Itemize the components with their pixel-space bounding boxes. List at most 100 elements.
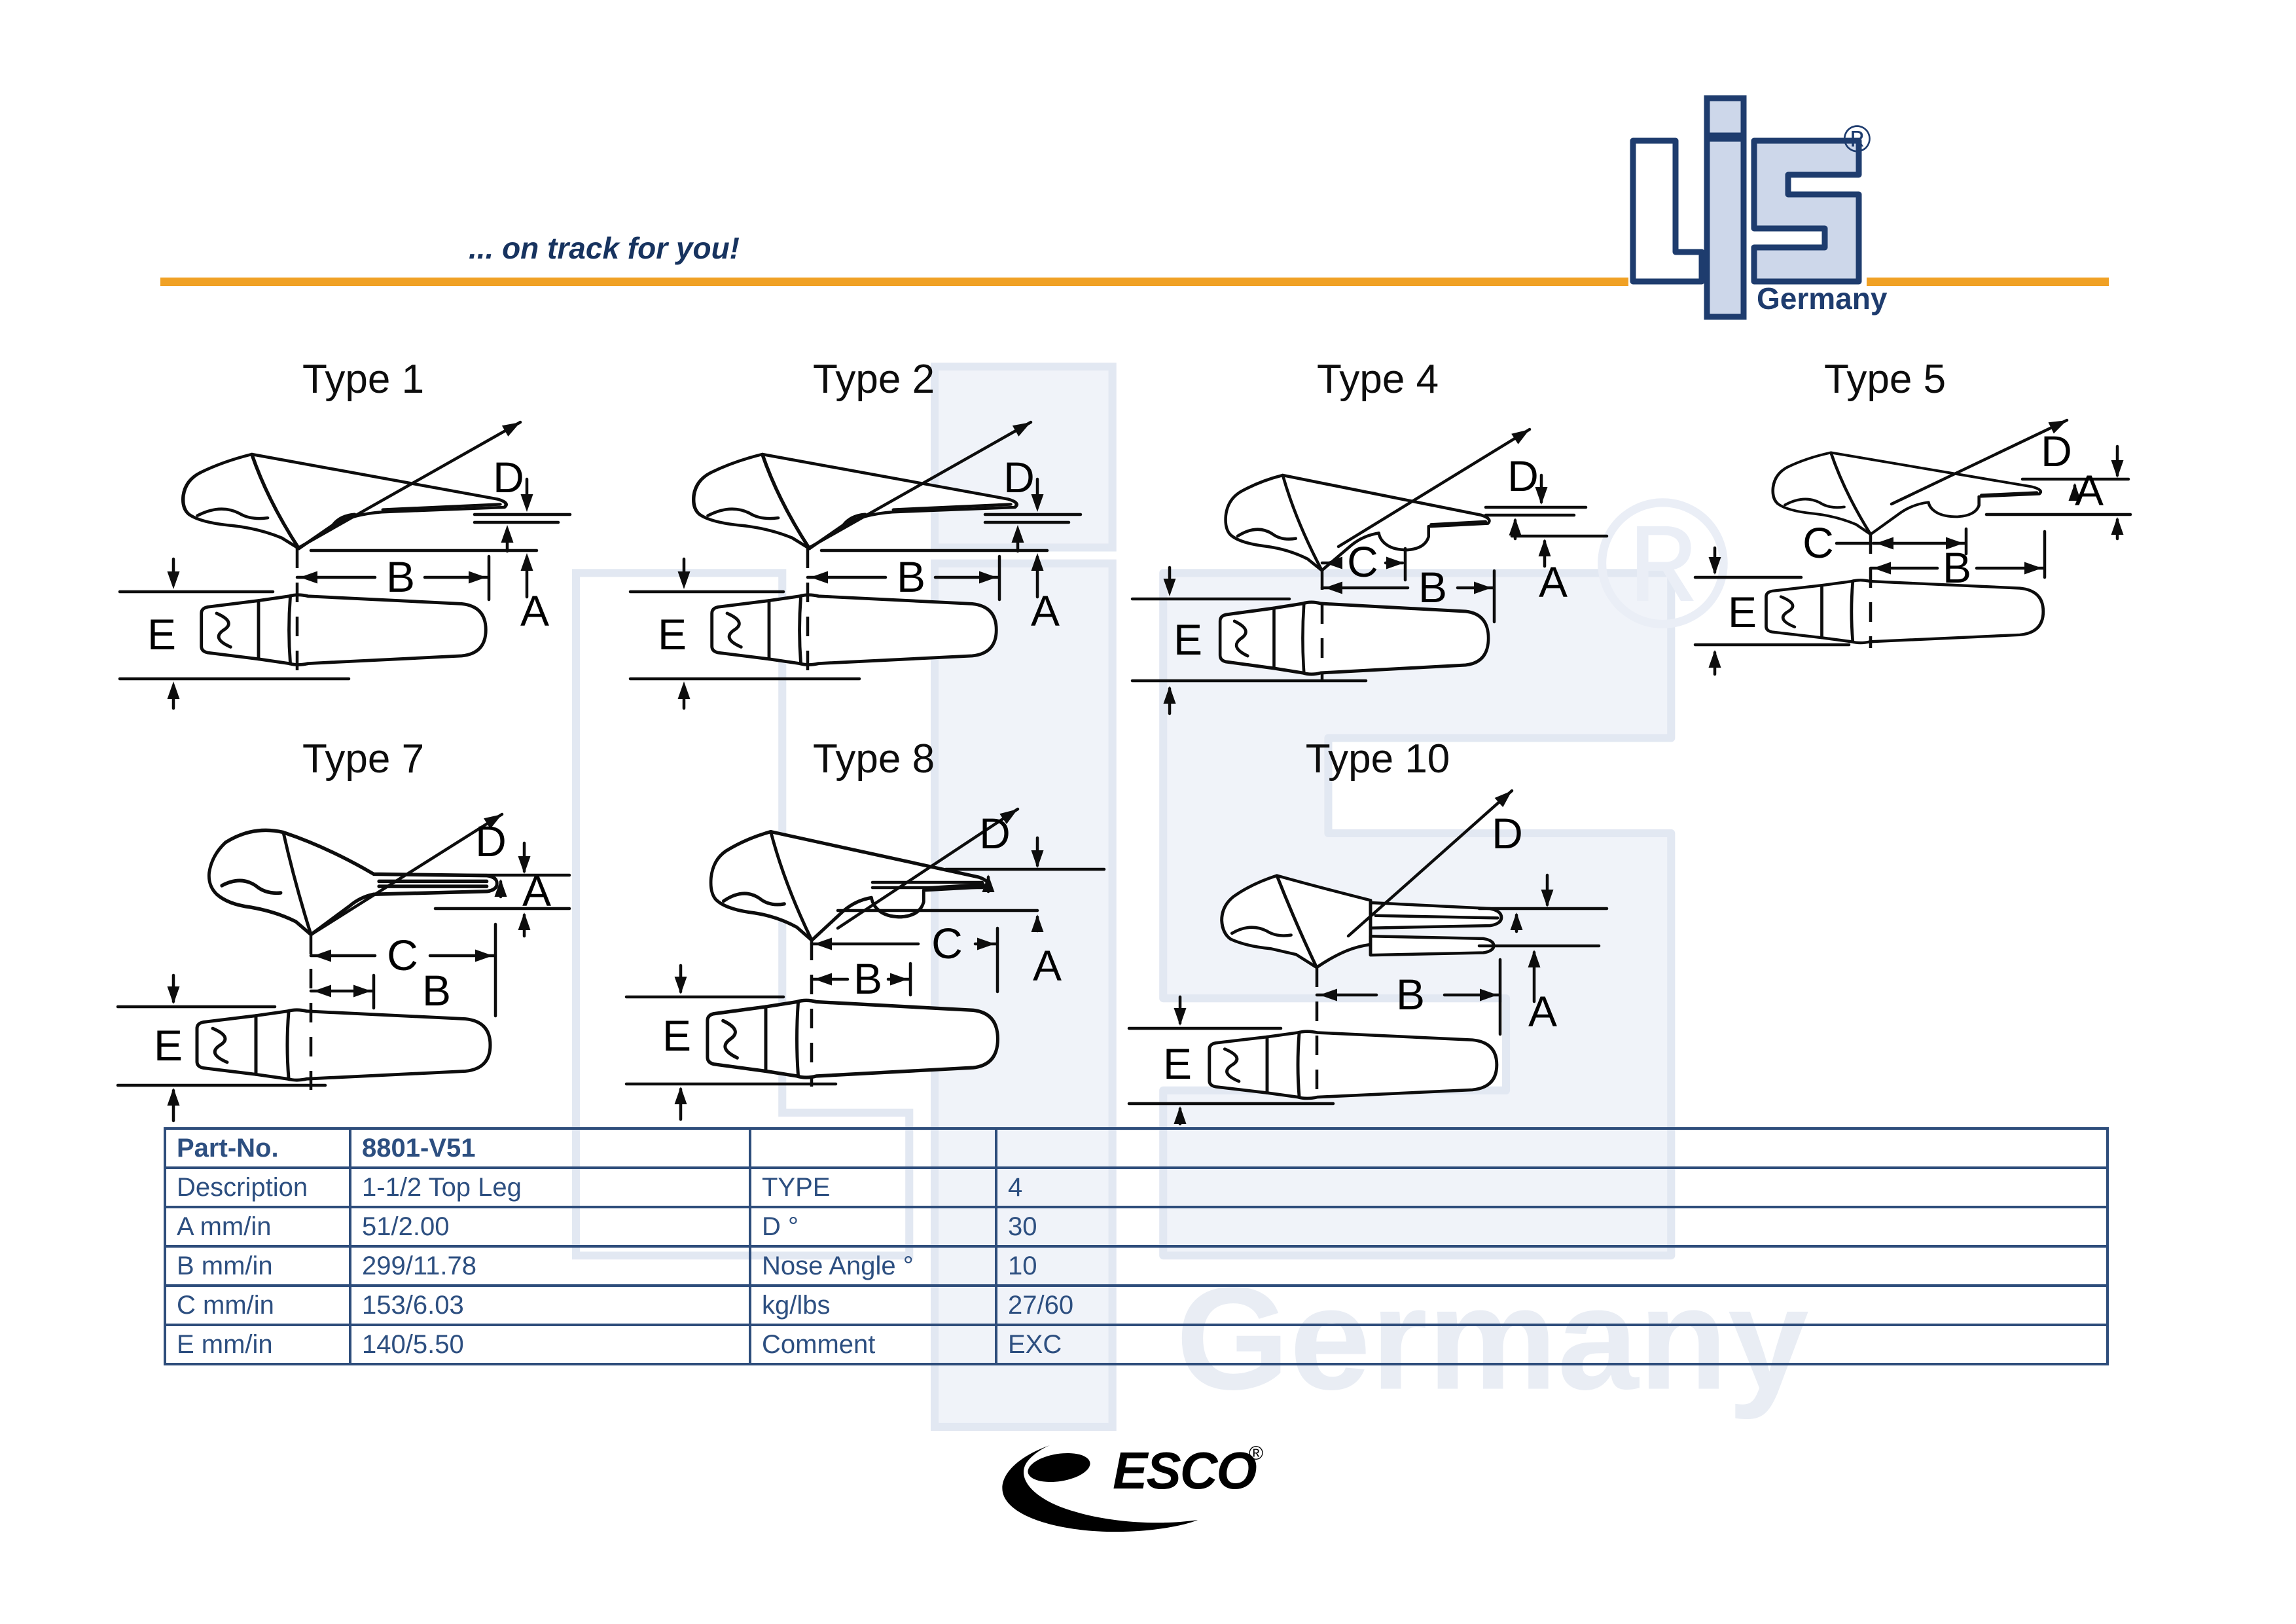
dim-e-label: E: [658, 610, 687, 659]
dim-d-label: D: [493, 453, 524, 501]
type-7-title: Type 7: [302, 736, 424, 782]
type-10-top-view-drawing: [1210, 1032, 1497, 1098]
cell-label: E mm/in: [164, 1324, 351, 1365]
dim-b-label: B: [1418, 563, 1447, 611]
type-2-title: Type 2: [813, 357, 935, 402]
type-7-side-view-drawing: [209, 808, 506, 935]
dim-b-label: B: [853, 954, 882, 1003]
type-4-diagram: Type 4 D A C B E: [1130, 357, 1609, 715]
cell-label: A mm/in: [164, 1206, 351, 1248]
table-row: Description 1-1/2 Top Leg TYPE 4: [164, 1166, 2109, 1208]
dim-d-label: D: [1492, 809, 1523, 857]
esco-wordmark: ESCO: [1113, 1441, 1256, 1500]
type-8-top-view-drawing: [708, 1000, 998, 1077]
logo-registered-icon: ®: [1843, 118, 1871, 160]
cell-label: C mm/in: [164, 1284, 351, 1326]
logo-letter-l: [1630, 137, 1705, 285]
orange-rule-right: [1867, 278, 2109, 286]
type-8-title: Type 8: [813, 736, 935, 782]
type-8-diagram: Type 8 D A C B E: [624, 736, 1106, 1121]
type-1-side-view-drawing: [183, 416, 524, 549]
type-2-dimensions: D A B E: [628, 453, 1083, 710]
cell-label: TYPE: [749, 1166, 997, 1208]
dim-a-label: A: [1539, 558, 1568, 606]
cell-value: 4: [995, 1166, 2109, 1208]
dim-c-label: C: [1803, 518, 1834, 567]
cell-value: 8801-V51: [349, 1127, 751, 1169]
dim-a-label: A: [1031, 586, 1060, 635]
dim-d-label: D: [1003, 453, 1035, 501]
dim-d-label: D: [979, 809, 1011, 857]
cell-value: 51/2.00: [349, 1206, 751, 1248]
dim-e-label: E: [1728, 588, 1757, 636]
dim-a-label: A: [520, 586, 549, 635]
cell-value: 1-1/2 Top Leg: [349, 1166, 751, 1208]
cell-label: Comment: [749, 1324, 997, 1365]
type-5-top-view-drawing: [1766, 580, 2043, 643]
dim-e-label: E: [1163, 1039, 1192, 1088]
table-row: E mm/in 140/5.50 Comment EXC: [164, 1324, 2109, 1365]
dim-d-label: D: [1507, 452, 1539, 500]
cell-value: 30: [995, 1206, 2109, 1248]
logo-letter-i-bar: [1704, 135, 1747, 320]
type-10-side-view-drawing: [1222, 785, 1516, 967]
cell-label: D °: [749, 1206, 997, 1248]
type-4-title: Type 4: [1317, 357, 1439, 402]
logo-letter-i-dot: [1704, 95, 1747, 139]
dim-b-label: B: [897, 552, 925, 601]
table-row: A mm/in 51/2.00 D ° 30: [164, 1206, 2109, 1248]
logo-country: Germany: [1757, 281, 1888, 316]
dim-e-label: E: [154, 1021, 183, 1070]
esco-ellipse-icon: [1028, 1453, 1090, 1483]
cell-value: 140/5.50: [349, 1324, 751, 1365]
type-5-dimensions: D A C B E: [1693, 427, 2132, 676]
cell-value: 299/11.78: [349, 1245, 751, 1287]
dim-c-label: C: [1347, 537, 1378, 586]
table-row: C mm/in 153/6.03 kg/lbs 27/60: [164, 1284, 2109, 1326]
dim-c-label: C: [931, 919, 963, 967]
esco-registered-icon: ®: [1249, 1443, 1263, 1464]
dim-a-label: A: [2075, 466, 2104, 514]
type-7-diagram: Type 7 D A C B E: [116, 736, 571, 1123]
dim-b-label: B: [386, 552, 415, 601]
cell-label: Part-No.: [164, 1127, 351, 1169]
cell-label: B mm/in: [164, 1245, 351, 1287]
type-1-title: Type 1: [302, 357, 424, 402]
dim-d-label: D: [475, 817, 507, 865]
dim-a-label: A: [1528, 987, 1557, 1036]
dim-e-label: E: [147, 610, 176, 659]
table-row: Part-No. 8801-V51: [164, 1127, 2109, 1169]
type-7-top-view-drawing: [197, 1010, 490, 1080]
dim-e-label: E: [662, 1011, 691, 1060]
dim-d-label: D: [2041, 427, 2072, 475]
type-5-diagram: Type 5 D A C B E: [1693, 357, 2132, 676]
type-1-diagram: Type 1 D A B E: [118, 357, 572, 710]
type-10-dimensions: D A B E: [1127, 809, 1609, 1126]
tagline: ... on track for you!: [468, 231, 740, 265]
table-row: B mm/in 299/11.78 Nose Angle ° 10: [164, 1245, 2109, 1287]
orange-rule-left: [160, 278, 1628, 286]
type-1-top-view-drawing: [202, 595, 486, 665]
dim-b-label: B: [1396, 970, 1425, 1019]
type-4-side-view-drawing: [1226, 424, 1534, 570]
cell-label: Description: [164, 1166, 351, 1208]
cell-value: [995, 1127, 2109, 1169]
type-2-top-view-drawing: [712, 595, 997, 665]
logo-letter-s: [1751, 137, 1862, 285]
esco-logo: ESCO ®: [1002, 1441, 1263, 1532]
cell-value: 27/60: [995, 1284, 2109, 1326]
type-2-side-view-drawing: [694, 416, 1034, 549]
type-5-side-view-drawing: [1773, 414, 2070, 534]
dim-a-label: A: [522, 867, 551, 915]
spec-table: Part-No. 8801-V51 Description 1-1/2 Top …: [164, 1127, 2109, 1365]
type-1-dimensions: D A B E: [118, 453, 572, 710]
type-5-title: Type 5: [1824, 357, 1946, 402]
type-10-diagram: Type 10 D A B E: [1127, 736, 1609, 1126]
type-4-dimensions: D A C B E: [1130, 452, 1609, 715]
dim-a-label: A: [1033, 941, 1062, 990]
watermark-registered-icon: ®: [1595, 460, 1731, 666]
lis-logo: ® Germany: [1630, 95, 1888, 320]
type-7-dimensions: D A C B E: [116, 817, 571, 1123]
type-2-diagram: Type 2 D A B E: [628, 357, 1083, 710]
